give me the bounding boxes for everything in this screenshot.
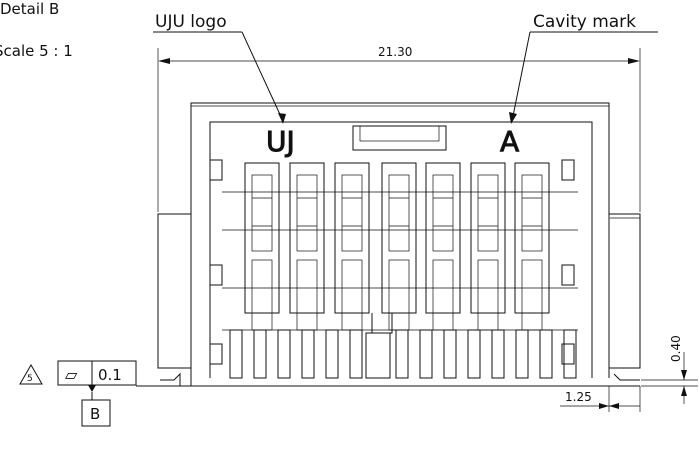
lead-arrow-left xyxy=(599,403,609,409)
scale-label: Scale 5 : 1 xyxy=(0,42,73,60)
tolerance-frame: 5 ▱ 0.1 B xyxy=(19,360,160,427)
tolerance-value-cell xyxy=(91,360,137,386)
right-wing xyxy=(609,213,641,369)
right-pad-top xyxy=(561,159,575,181)
right-pad-bottom xyxy=(561,343,575,365)
note-triangle xyxy=(19,364,43,385)
cavity-mark: A xyxy=(500,125,519,158)
cavity-2 xyxy=(289,162,325,331)
connector-body: UJ A xyxy=(157,102,641,387)
latch-window xyxy=(352,125,447,151)
cavity-mark-label: Cavity mark xyxy=(533,12,636,32)
height-dimension-value: 0.40 xyxy=(669,335,683,362)
left-pad-bottom xyxy=(209,343,223,365)
flatness-symbol: ▱ xyxy=(65,365,78,384)
contact-cavities xyxy=(244,162,550,331)
lead-dimension-value: 1.25 xyxy=(565,390,592,404)
right-hook xyxy=(613,373,640,381)
datum-label: B xyxy=(90,405,100,423)
cavity-7 xyxy=(514,162,550,331)
detail-label: Detail B xyxy=(0,0,59,18)
note-number: 5 xyxy=(27,374,33,384)
width-dimension-value: 21.30 xyxy=(378,45,412,59)
housing-inner-wall xyxy=(209,121,593,378)
height-arrow-bottom xyxy=(681,386,687,396)
cavity-4 xyxy=(381,162,417,331)
left-pad-top xyxy=(209,159,223,181)
housing-outline xyxy=(190,102,610,378)
cavity-mark-leader xyxy=(511,31,531,122)
cavity-6 xyxy=(470,162,506,331)
left-wing xyxy=(157,213,191,369)
datum-box xyxy=(81,399,111,427)
uju-logo-label: UJU logo xyxy=(155,12,227,32)
left-hook xyxy=(160,372,181,386)
latch-window-inner xyxy=(359,125,440,142)
width-arrow-right xyxy=(628,58,640,64)
uju-logo-leader xyxy=(241,31,284,122)
cavity-mark-leader-arrow xyxy=(509,112,517,124)
right-pad-mid xyxy=(561,264,575,286)
datum-triangle xyxy=(88,385,96,392)
lead-arrow-right xyxy=(609,403,619,409)
uju-logo-leader-arrow xyxy=(278,113,286,124)
cavity-3 xyxy=(334,162,370,331)
cavity-5 xyxy=(425,162,461,331)
terminal-row xyxy=(229,329,577,379)
tolerance-value: 0.1 xyxy=(98,366,122,384)
height-arrow-top xyxy=(681,370,687,380)
uju-logo-mark: UJ xyxy=(266,125,295,158)
width-arrow-left xyxy=(158,58,170,64)
left-pad-mid xyxy=(209,264,223,286)
cavity-1 xyxy=(244,162,280,331)
